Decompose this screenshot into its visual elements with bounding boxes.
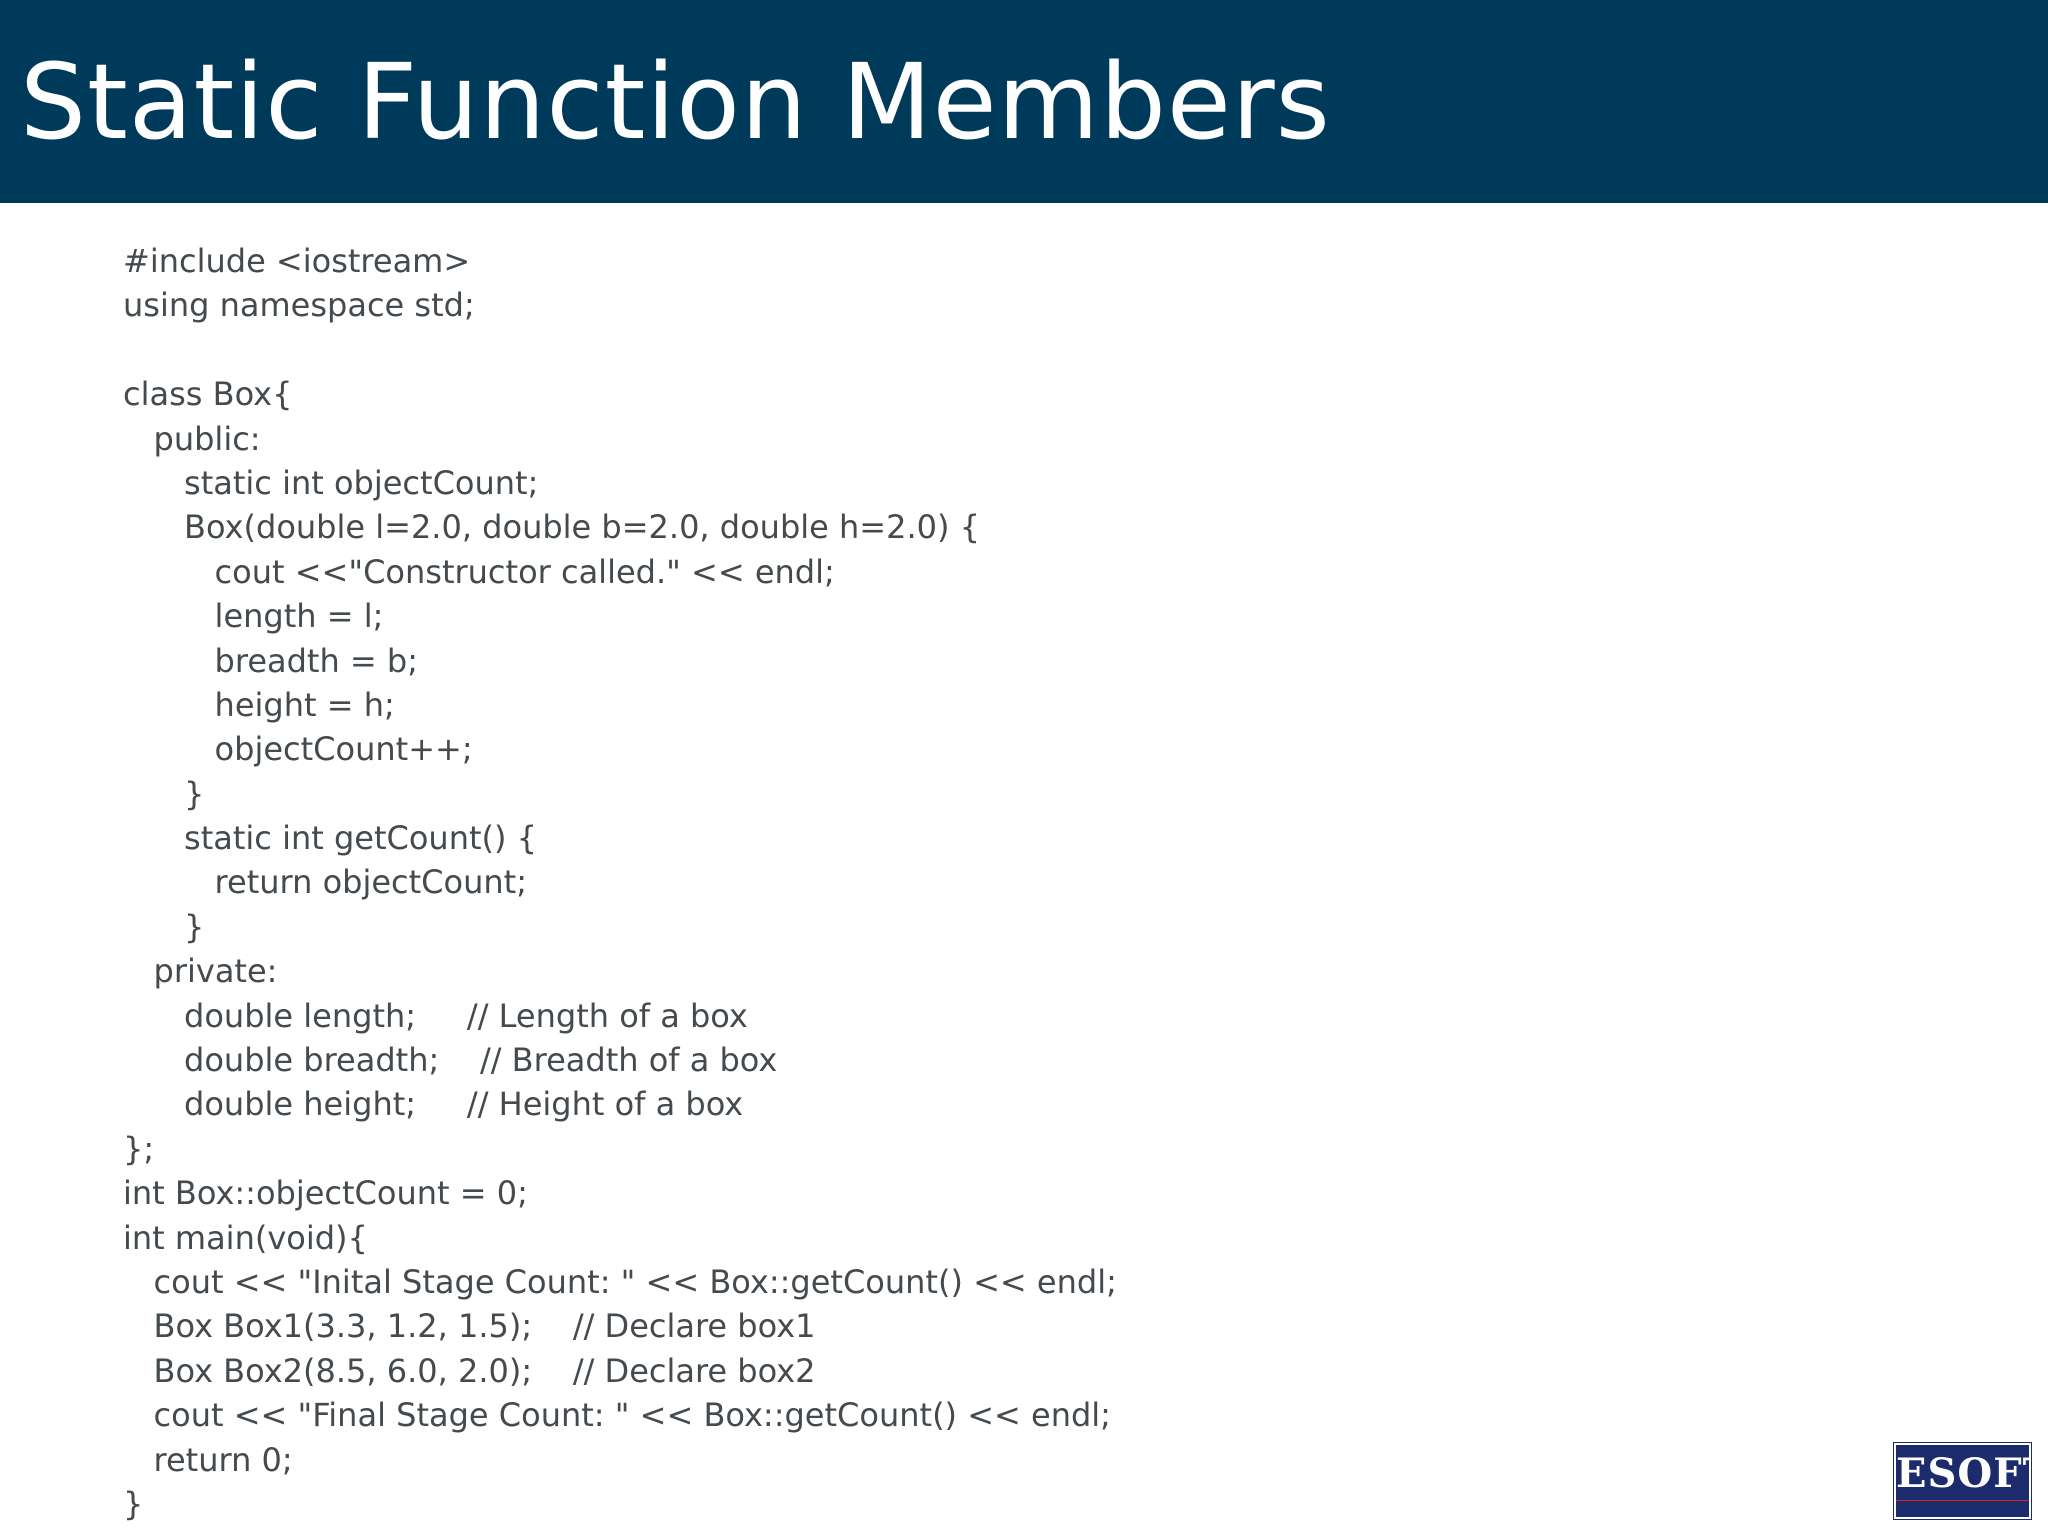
code-block: #include <iostream> using namespace std;… bbox=[123, 239, 1723, 1529]
code-line: height = h; bbox=[123, 685, 395, 724]
code-line: } bbox=[123, 774, 205, 813]
code-line: using namespace std; bbox=[123, 286, 475, 325]
code-line: }; bbox=[123, 1129, 155, 1168]
code-line: cout << "Final Stage Count: " << Box::ge… bbox=[123, 1396, 1111, 1435]
code-line: objectCount++; bbox=[123, 730, 473, 769]
code-line: cout << "Inital Stage Count: " << Box::g… bbox=[123, 1262, 1117, 1301]
logo-tagline-band bbox=[1896, 1500, 2029, 1511]
logo-wordmark: ESOFT bbox=[1896, 1450, 2029, 1497]
esoft-logo: ESOFT bbox=[1894, 1443, 2031, 1519]
code-line: Box(double l=2.0, double b=2.0, double h… bbox=[123, 508, 980, 547]
title-bar: Static Function Members bbox=[0, 0, 2048, 203]
code-line: return 0; bbox=[123, 1440, 293, 1479]
code-line: static int objectCount; bbox=[123, 463, 539, 502]
code-line: double height; // Height of a box bbox=[123, 1085, 744, 1124]
code-line: cout <<"Constructor called." << endl; bbox=[123, 552, 835, 591]
code-line: int Box::objectCount = 0; bbox=[123, 1174, 528, 1213]
slide-title: Static Function Members bbox=[20, 41, 1331, 163]
code-line bbox=[123, 328, 1723, 372]
code-line: } bbox=[123, 1484, 144, 1523]
code-line: Box Box1(3.3, 1.2, 1.5); // Declare box1 bbox=[123, 1307, 816, 1346]
code-line: length = l; bbox=[123, 597, 384, 636]
code-line: return objectCount; bbox=[123, 863, 527, 902]
code-line: class Box{ bbox=[123, 375, 293, 414]
code-line: private: bbox=[123, 952, 278, 991]
code-line: breadth = b; bbox=[123, 641, 418, 680]
code-line: double length; // Length of a box bbox=[123, 996, 748, 1035]
code-line: Box Box2(8.5, 6.0, 2.0); // Declare box2 bbox=[123, 1351, 816, 1390]
code-line: int main(void){ bbox=[123, 1218, 368, 1257]
code-line: } bbox=[123, 907, 205, 946]
code-line: public: bbox=[123, 419, 261, 458]
code-line: double breadth; // Breadth of a box bbox=[123, 1041, 778, 1080]
code-line: static int getCount() { bbox=[123, 819, 538, 858]
code-line: #include <iostream> bbox=[123, 242, 471, 280]
